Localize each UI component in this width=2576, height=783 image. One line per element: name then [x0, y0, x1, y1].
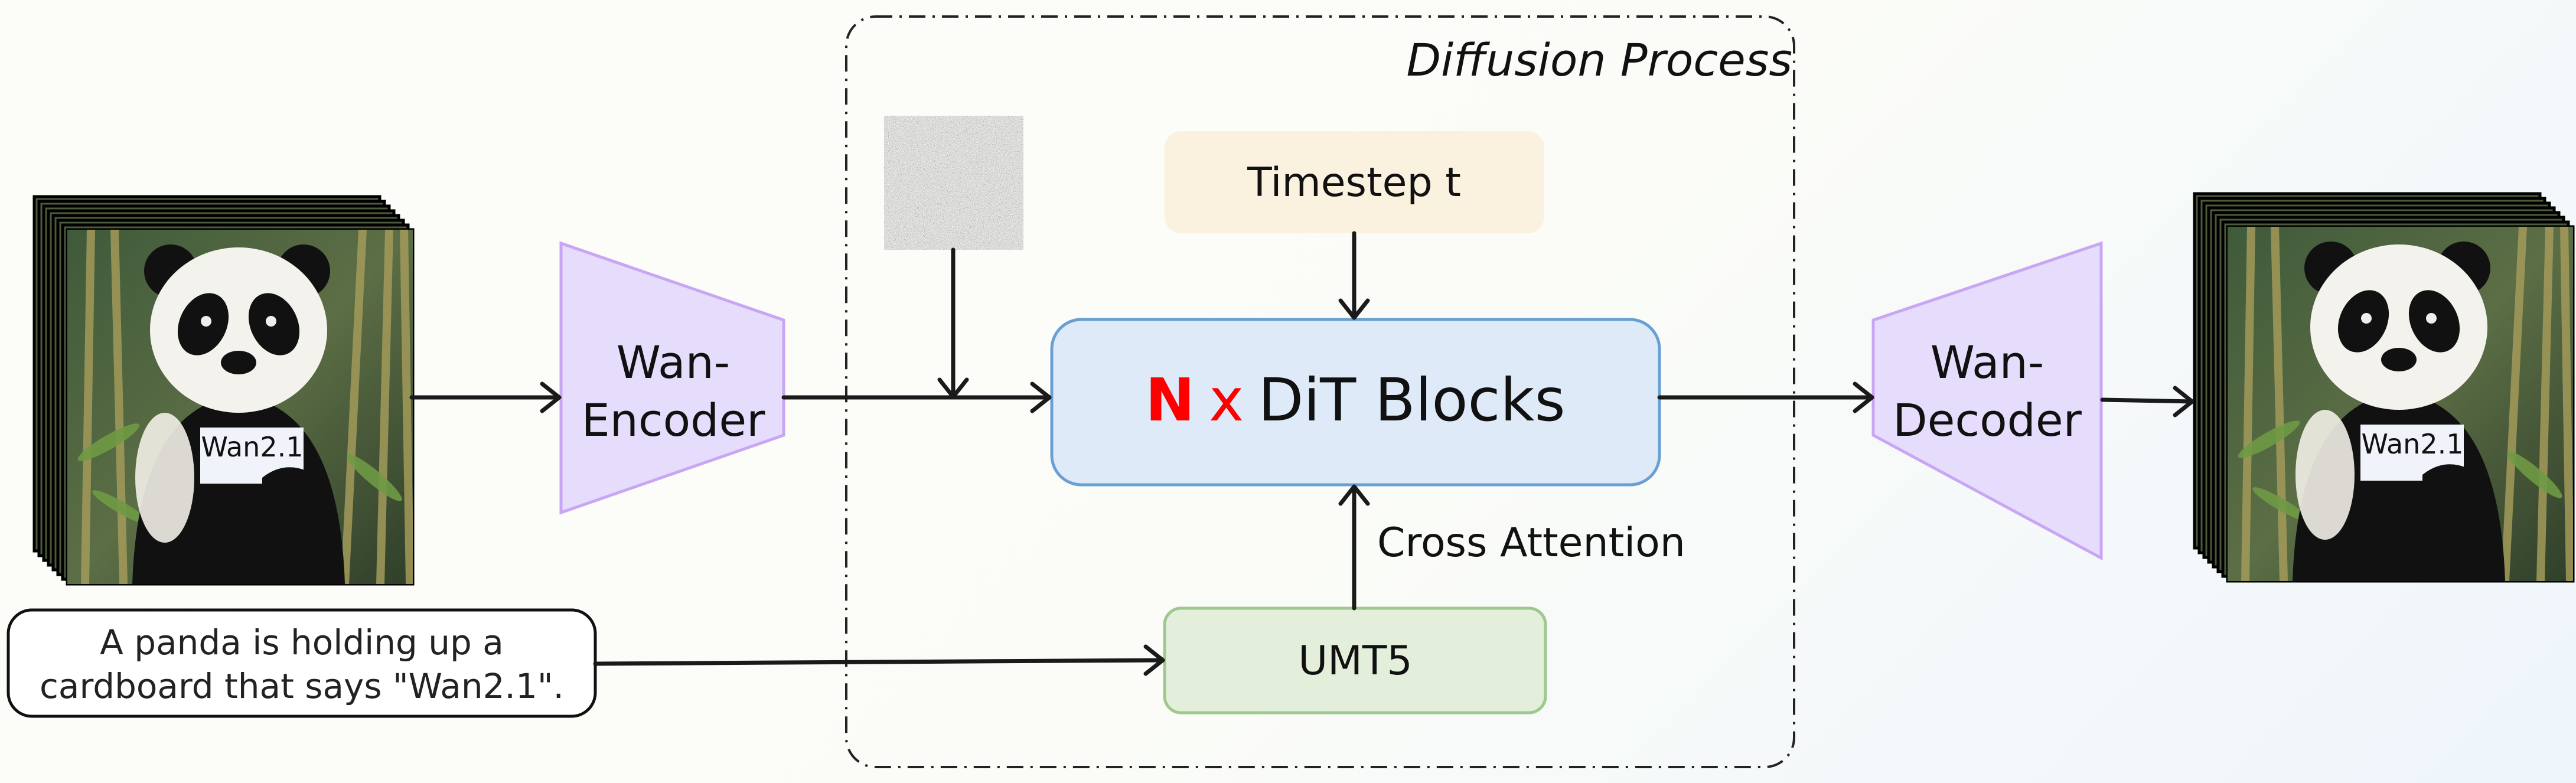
timestep-block [1165, 131, 1544, 233]
arrow-dit-to-decoder [1657, 381, 1874, 413]
arrow-input-to-encoder [409, 381, 562, 413]
diffusion-process-label: Diffusion Process [1407, 34, 1793, 86]
prompt-line2: cardboard that says "Wan2.1". [40, 666, 564, 706]
decoder-label-line1: Wan- [1931, 336, 2044, 389]
arrow-encoder-to-dit [781, 381, 1052, 413]
wan-encoder-block [559, 241, 785, 515]
dit-times: x [1209, 366, 1244, 435]
gaussian-noise-icon [884, 116, 1023, 250]
panda-frame-image [67, 230, 413, 584]
arrow-timestep-to-dit [1338, 231, 1370, 320]
decoder-label-line2: Decoder [1893, 394, 2082, 446]
panda-sign-text: Wan2.1 [2361, 428, 2463, 460]
diffusion-process-region [845, 15, 1795, 768]
encoder-label-line1: Wan- [617, 336, 730, 389]
dit-n: N [1145, 366, 1195, 435]
input-video-frames-icon: Wan2.1 [32, 195, 415, 586]
output-video-frames-icon: Wan2.1 [2193, 192, 2575, 583]
arrow-umt5-to-dit [1338, 484, 1370, 611]
umt5-label: UMT5 [1298, 638, 1412, 684]
dit-blocks-label: DiT Blocks [1258, 366, 1565, 435]
prompt-line1: A panda is holding up a [100, 622, 504, 663]
panda-frame-image [2228, 227, 2573, 581]
panda-sign-text: Wan2.1 [201, 431, 303, 463]
dit-blocks [1050, 318, 1661, 487]
timestep-label: Timestep t [1247, 159, 1461, 206]
arrow-noise-to-latent [937, 247, 969, 399]
arrow-decoder-to-output [2100, 386, 2195, 417]
cross-attention-label: Cross Attention [1377, 520, 1685, 566]
arrow-prompt-to-umt5 [593, 644, 1165, 676]
encoder-label-line2: Encoder [582, 394, 765, 446]
